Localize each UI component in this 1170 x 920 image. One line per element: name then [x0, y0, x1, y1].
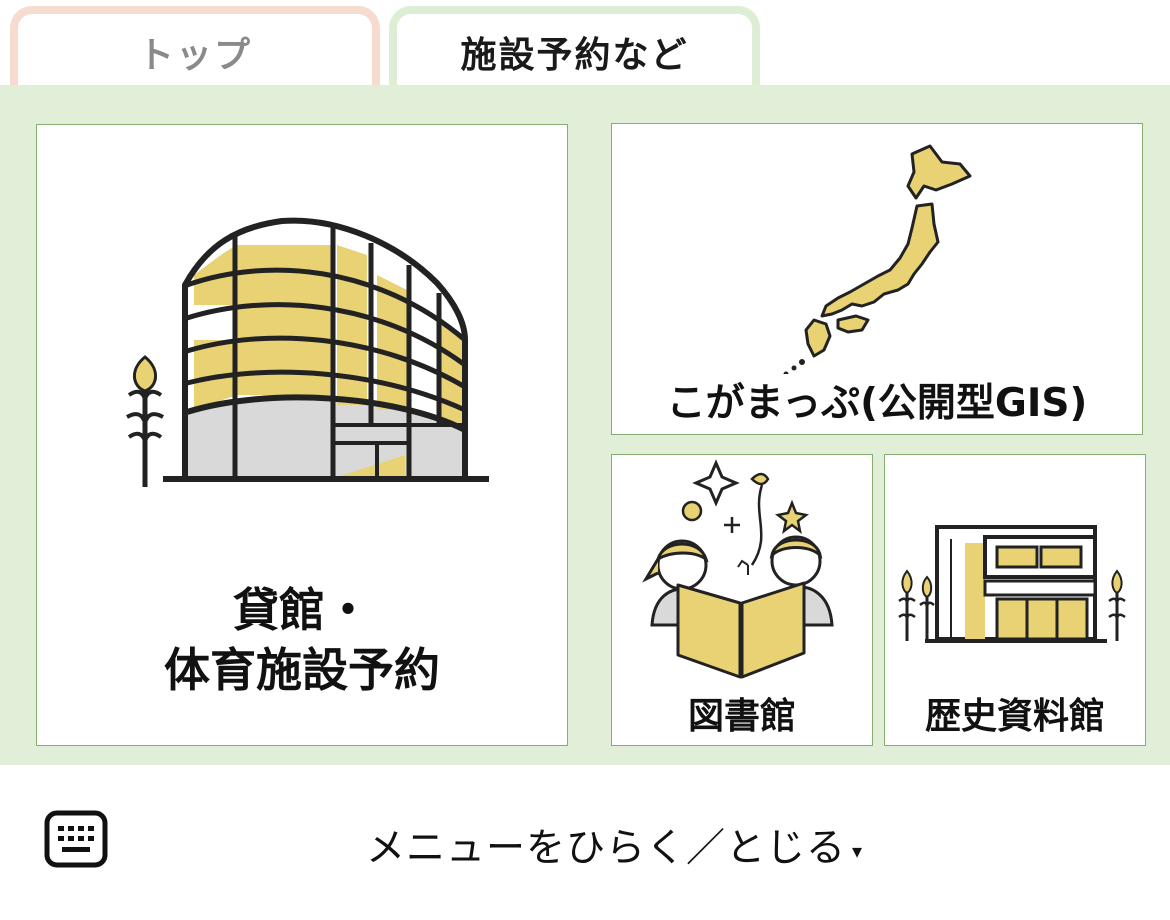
library-card[interactable]: 図書館 [611, 454, 873, 746]
history-museum-label: 歴史資料館 [924, 696, 1105, 737]
rental-facility-label: 貸館・ 体育施設予約 [37, 580, 567, 700]
rental-facility-reservation-card[interactable]: 貸館・ 体育施設予約 [36, 124, 568, 746]
rental-label-line2: 体育施設予約 [164, 643, 440, 697]
museum-building-illustration-icon [898, 525, 1126, 643]
rental-label-line1: 貸館・ [233, 583, 371, 637]
tab-top[interactable]: トップ [10, 6, 380, 90]
caret-down-icon: ▾ [852, 838, 864, 863]
menu-toggle-button[interactable]: メニューをひらく／とじる▾ [366, 817, 863, 873]
koga-map-gis-card[interactable]: こがまっぷ(公開型GIS) [611, 123, 1143, 435]
building-illustration-icon [126, 217, 489, 487]
japan-map-illustration-icon [783, 144, 972, 374]
menu-panel: 貸館・ 体育施設予約 こがまっぷ(公開型GIS) [0, 85, 1170, 765]
bottom-bar: メニューをひらく／とじる▾ [0, 765, 1170, 920]
koga-map-label: こがまっぷ(公開型GIS) [666, 381, 1088, 426]
menu-toggle-label: メニューをひらく／とじる [366, 826, 847, 871]
keyboard-icon[interactable] [44, 810, 108, 868]
library-label: 図書館 [687, 696, 796, 737]
history-museum-card[interactable]: 歴史資料館 [884, 454, 1146, 746]
children-reading-illustration-icon [642, 459, 834, 679]
tab-facility-reservation[interactable]: 施設予約など [389, 6, 760, 90]
tab-bar: トップ 施設予約など [0, 0, 1170, 90]
